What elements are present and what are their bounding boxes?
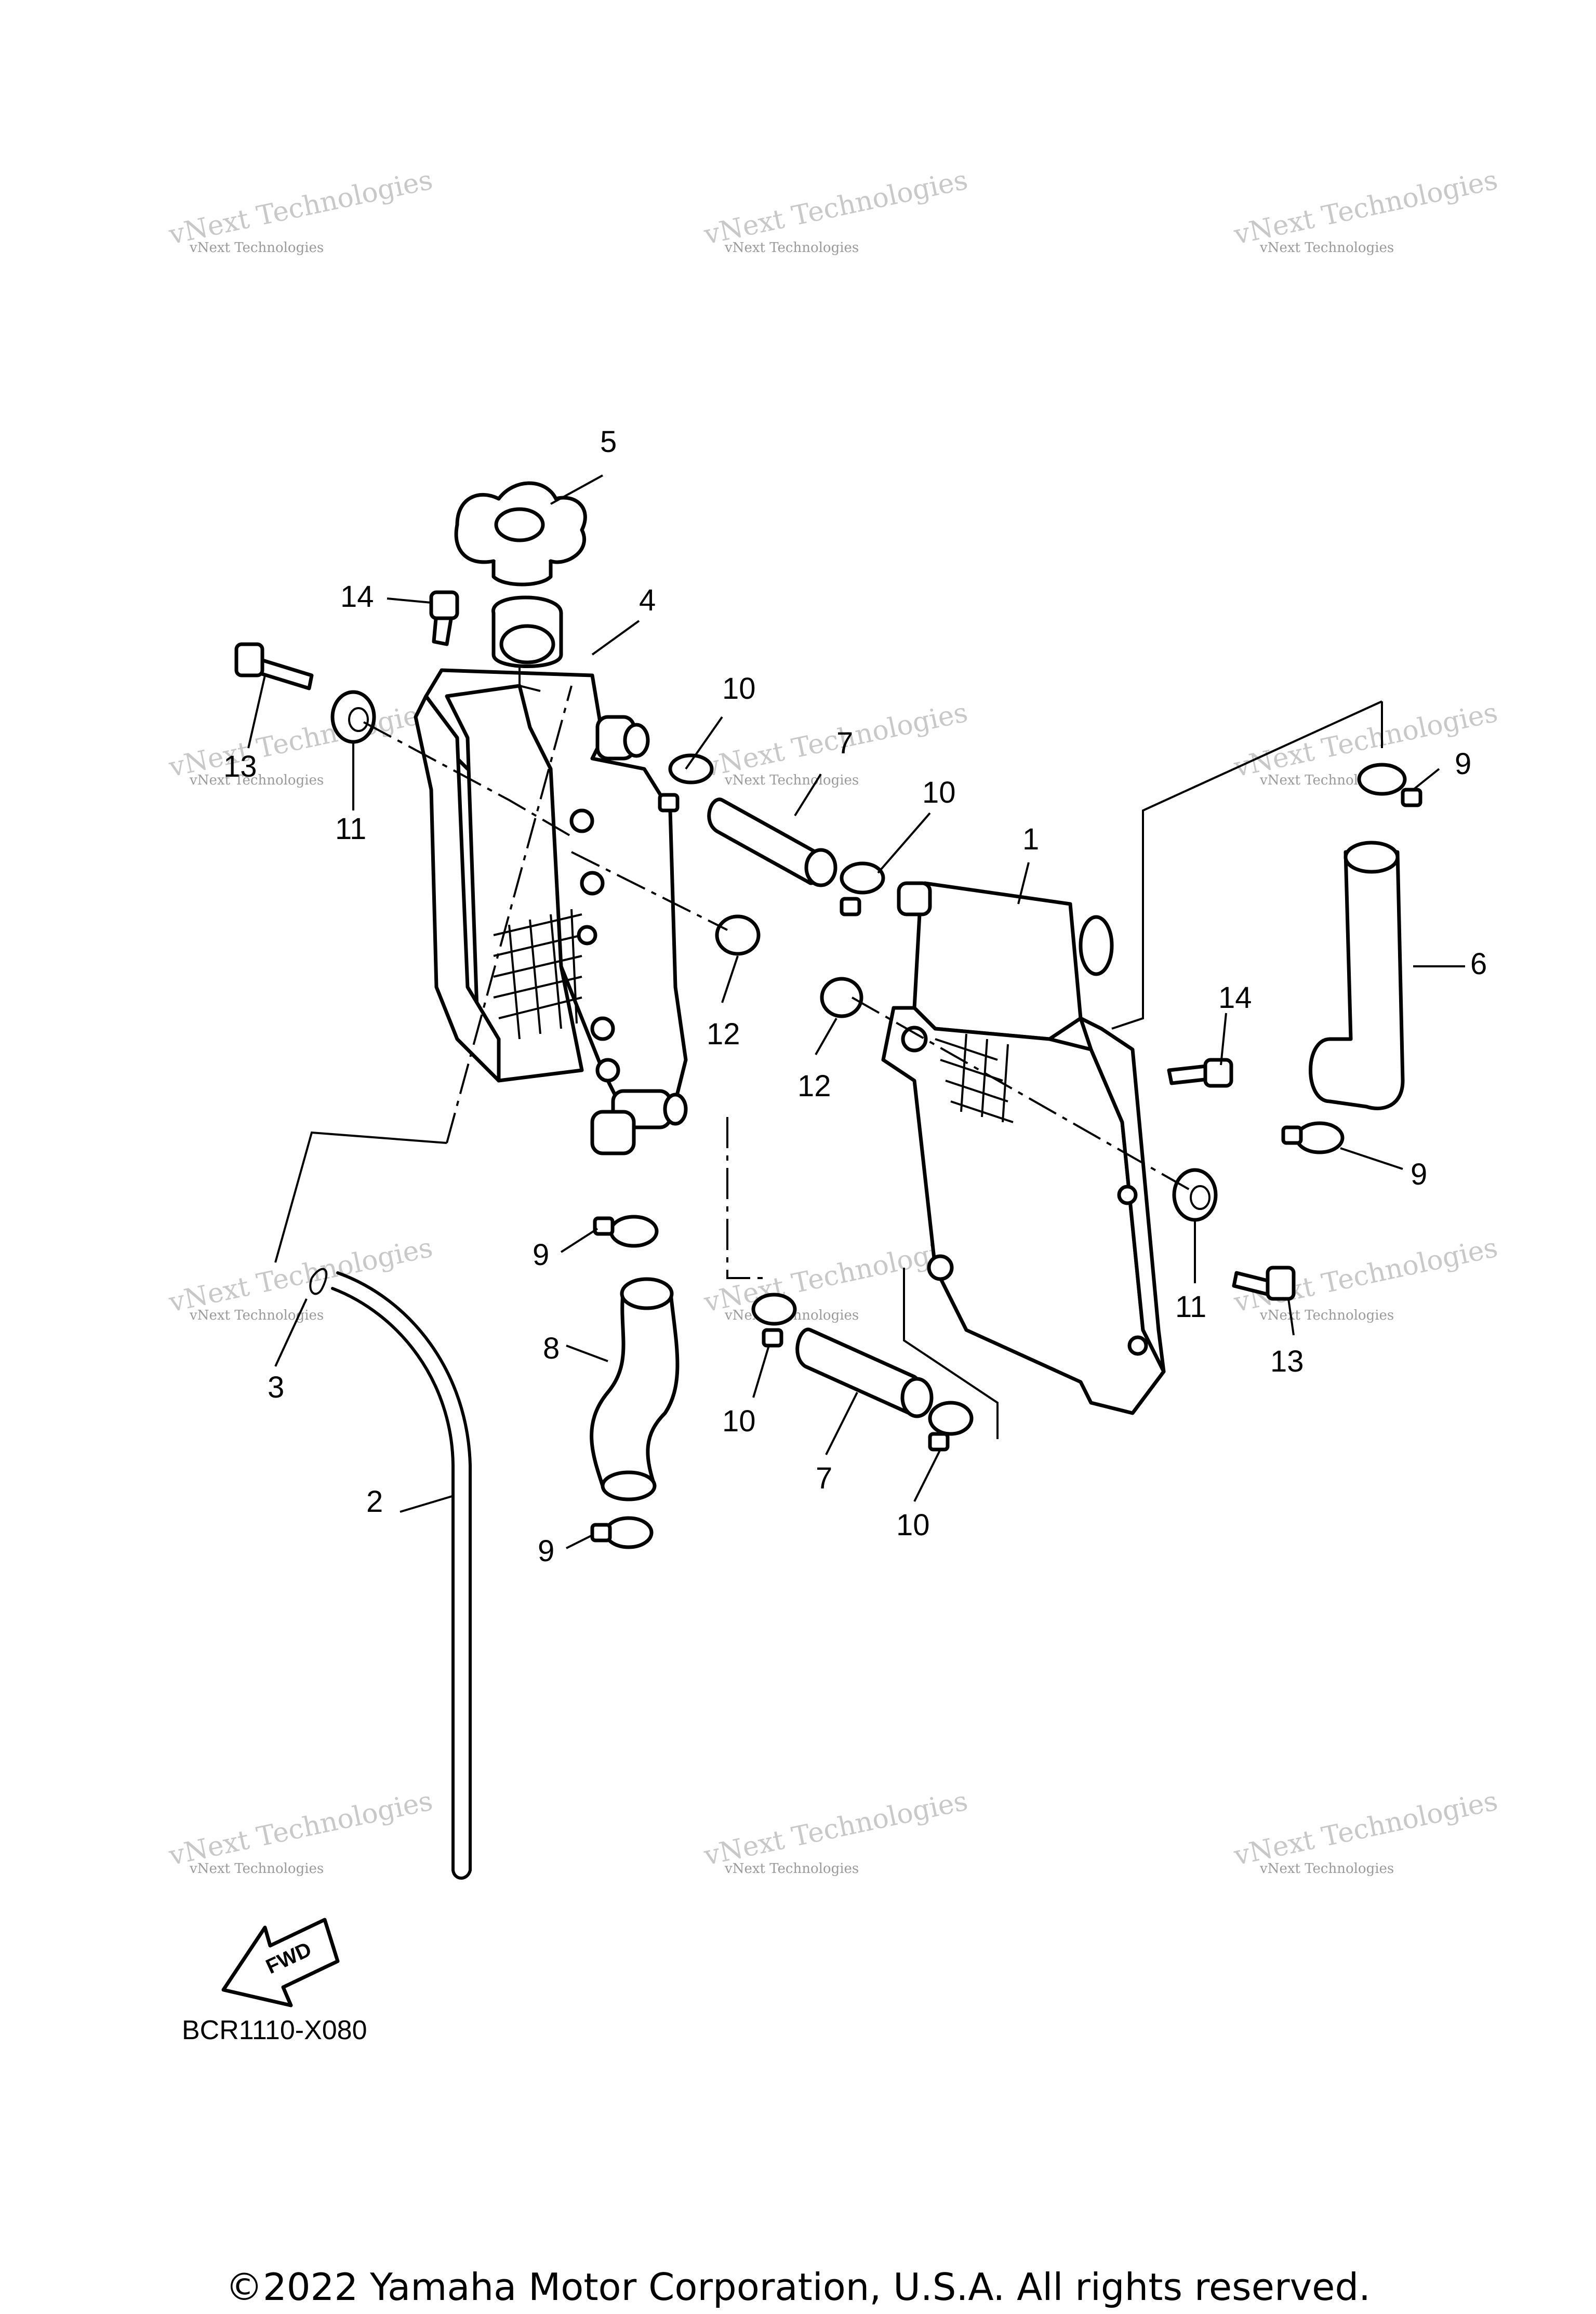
- copyright-notice: ©2022 Yamaha Motor Corporation, U.S.A. A…: [225, 2265, 1371, 2309]
- watermark: vNext Technologies: [166, 1786, 435, 1872]
- watermark: vNext Technologies: [724, 240, 859, 256]
- fasteners: [234, 590, 1296, 1301]
- callout: 14: [340, 580, 374, 614]
- callout: 4: [639, 583, 656, 617]
- watermark: vNext Technologies: [189, 1308, 324, 1323]
- callout: 13: [1270, 1345, 1304, 1378]
- watermark: vNext Technologies: [1231, 1786, 1500, 1872]
- callout: 10: [722, 1404, 756, 1438]
- hose-6: [1309, 841, 1405, 1110]
- radiator-right: [881, 881, 1166, 1415]
- watermark: vNext Technologies: [189, 773, 324, 788]
- radiator-left: [414, 595, 688, 1155]
- watermark: vNext Technologies: [189, 1861, 324, 1877]
- callout: 10: [922, 776, 956, 809]
- callout: 6: [1470, 947, 1487, 981]
- callout: 2: [366, 1485, 383, 1519]
- callout: 11: [335, 812, 366, 846]
- callout: 9: [533, 1238, 549, 1272]
- callout: 12: [707, 1017, 740, 1051]
- callout: 9: [1455, 747, 1471, 781]
- callout: 5: [600, 425, 617, 459]
- diagram-code: BCR1110-X080: [182, 2015, 367, 2045]
- watermark: vNext Technologies: [166, 697, 435, 783]
- watermark: vNext Technologies: [724, 1861, 859, 1877]
- callout: 1: [1022, 822, 1039, 856]
- watermark: vNext Technologies: [701, 697, 970, 783]
- watermark: vNext Technologies: [701, 1786, 970, 1872]
- watermark: vNext Technologies: [166, 165, 435, 251]
- callout: 9: [538, 1534, 554, 1568]
- overflow-tube-2: [331, 1271, 472, 1880]
- callouts: 5 14 4 13 11 10 7 10 9 1 6 12 12 14 9 11…: [223, 425, 1487, 1568]
- watermark: vNext Technologies: [1259, 1308, 1394, 1323]
- callout: 8: [543, 1332, 560, 1365]
- clamps: [590, 753, 1422, 1549]
- callout: 13: [223, 750, 257, 783]
- radiator-cap: [454, 481, 587, 587]
- watermark: vNext Technologies: [701, 165, 970, 251]
- fwd-arrow-icon: FWD: [221, 1918, 340, 2007]
- callout: 14: [1218, 981, 1252, 1015]
- callout: 10: [722, 672, 756, 706]
- callout: 7: [816, 1461, 832, 1495]
- hose-lower-7: [795, 1327, 934, 1418]
- watermark: vNext Technologies: [189, 240, 324, 256]
- watermark: vNext Technologies: [1259, 1861, 1394, 1877]
- callout: 11: [1175, 1290, 1206, 1324]
- watermark: vNext Technologies: [1231, 165, 1500, 251]
- callout: 10: [896, 1508, 930, 1542]
- callout: 12: [797, 1069, 831, 1103]
- watermark: vNext Technologies: [1259, 240, 1394, 256]
- hose-8: [590, 1277, 680, 1501]
- callout: 7: [836, 726, 853, 760]
- leader-lines: [247, 474, 1465, 1549]
- watermark-group: vNext Technologies vNext Technologies vN…: [166, 165, 1500, 1877]
- callout: 3: [268, 1371, 284, 1404]
- watermark: vNext Technologies: [724, 773, 859, 788]
- hose-upper-7: [707, 797, 837, 887]
- callout: 9: [1411, 1158, 1427, 1191]
